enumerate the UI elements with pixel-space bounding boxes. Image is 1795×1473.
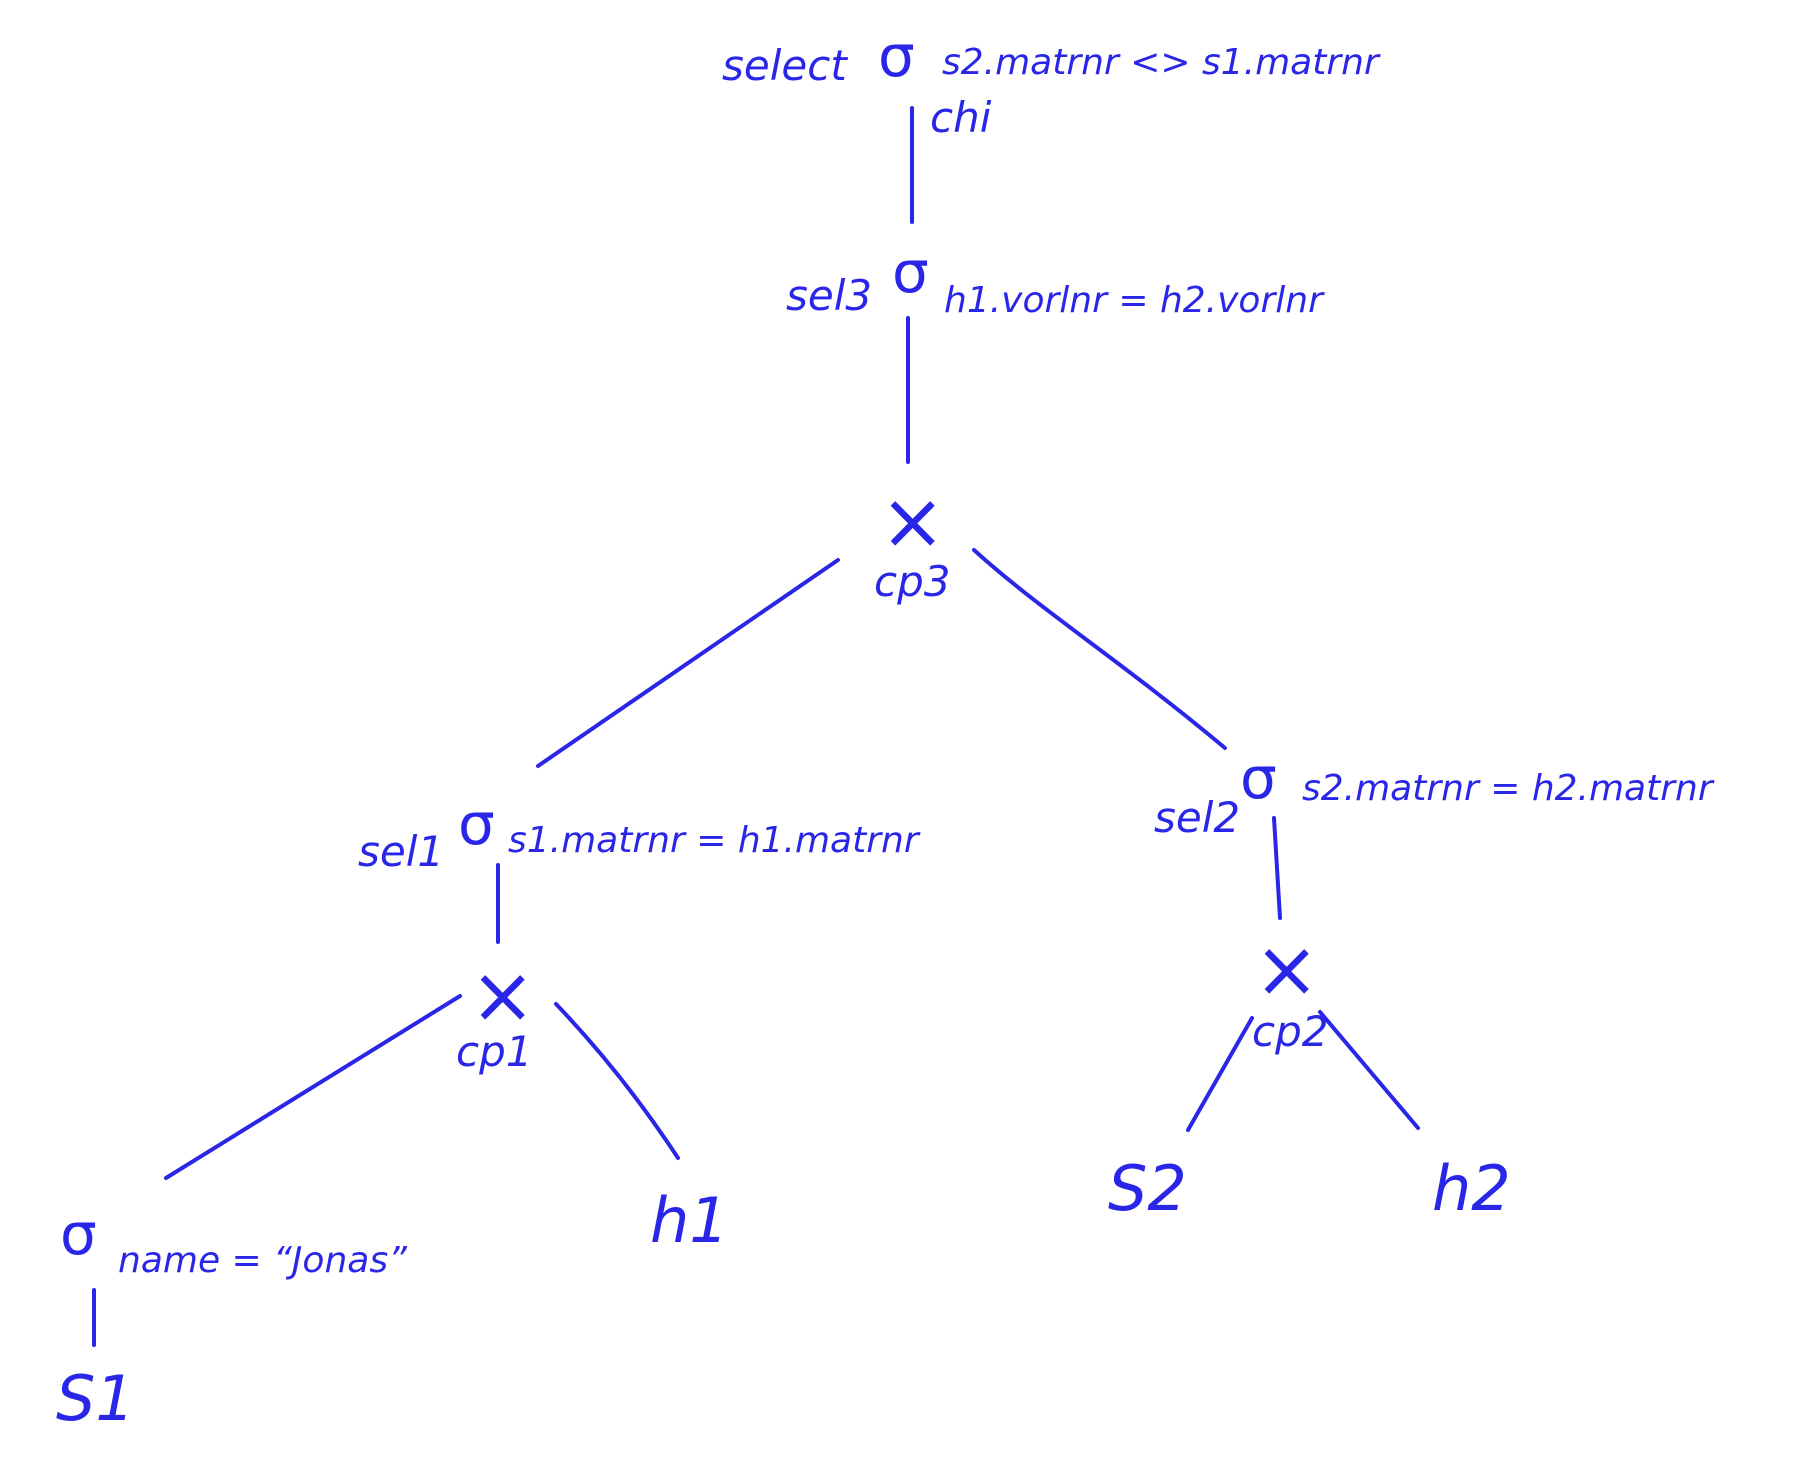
leaf-h1: h1	[650, 1184, 729, 1257]
sigma-icon: σ	[892, 238, 929, 306]
node-sel1: sel1 σ s1.matrnr = h1.matrnr	[358, 790, 921, 876]
node-cp1: × cp1	[456, 951, 535, 1076]
leaf-s2: S2	[1108, 1152, 1187, 1225]
node-select-label: select	[722, 41, 848, 90]
cross-product-icon: ×	[1254, 925, 1319, 1015]
cross-product-icon: ×	[880, 477, 945, 567]
sigma-icon: σ	[458, 790, 495, 858]
edge-sel2-cp2	[1272, 816, 1282, 920]
sigma-icon: σ	[60, 1200, 97, 1268]
edge-cp2-s2	[1186, 1016, 1254, 1132]
node-sel-name: σ name = “Jonas”	[60, 1200, 407, 1281]
sigma-icon: σ	[1240, 744, 1277, 812]
edge-cp2-h2	[1318, 1010, 1420, 1130]
leaf-h2: h2	[1432, 1152, 1511, 1225]
edge-cp3-sel2	[972, 548, 1227, 750]
node-sel2: sel2 σ s2.matrnr = h2.matrnr	[1154, 744, 1715, 842]
node-select: select σ s2.matrnr <> s1.matrnr chi	[722, 22, 1381, 142]
node-select-condition: s2.matrnr <> s1.matrnr	[942, 42, 1381, 83]
node-cp3-label: cp3	[874, 557, 950, 606]
sigma-icon: σ	[878, 22, 915, 90]
node-cp2: × cp2	[1252, 925, 1328, 1056]
node-cp2-label: cp2	[1252, 1007, 1328, 1056]
leaf-relations: S1 h1 S2 h2	[56, 1152, 1511, 1435]
node-sel3-condition: h1.vorlnr = h2.vorlnr	[944, 280, 1325, 321]
tree-edges	[92, 106, 1420, 1347]
node-sel-name-condition: name = “Jonas”	[118, 1240, 407, 1281]
node-sel2-label: sel2	[1154, 793, 1240, 842]
node-sel1-label: sel1	[358, 827, 444, 876]
edge-cp3-sel1	[536, 558, 840, 768]
leaf-s1: S1	[56, 1362, 135, 1435]
edge-cp1-h1	[554, 1002, 680, 1160]
node-sel3-label: sel3	[786, 271, 872, 320]
node-cp1-label: cp1	[456, 1027, 532, 1076]
node-sel1-condition: s1.matrnr = h1.matrnr	[508, 820, 921, 861]
node-sel2-condition: s2.matrnr = h2.matrnr	[1302, 768, 1715, 809]
node-sel3: sel3 σ h1.vorlnr = h2.vorlnr	[786, 238, 1325, 321]
edge-cp1-selname	[164, 994, 462, 1180]
cross-product-icon: ×	[470, 951, 535, 1041]
node-select-sublabel: chi	[930, 93, 992, 142]
node-cp3: × cp3	[874, 477, 950, 606]
